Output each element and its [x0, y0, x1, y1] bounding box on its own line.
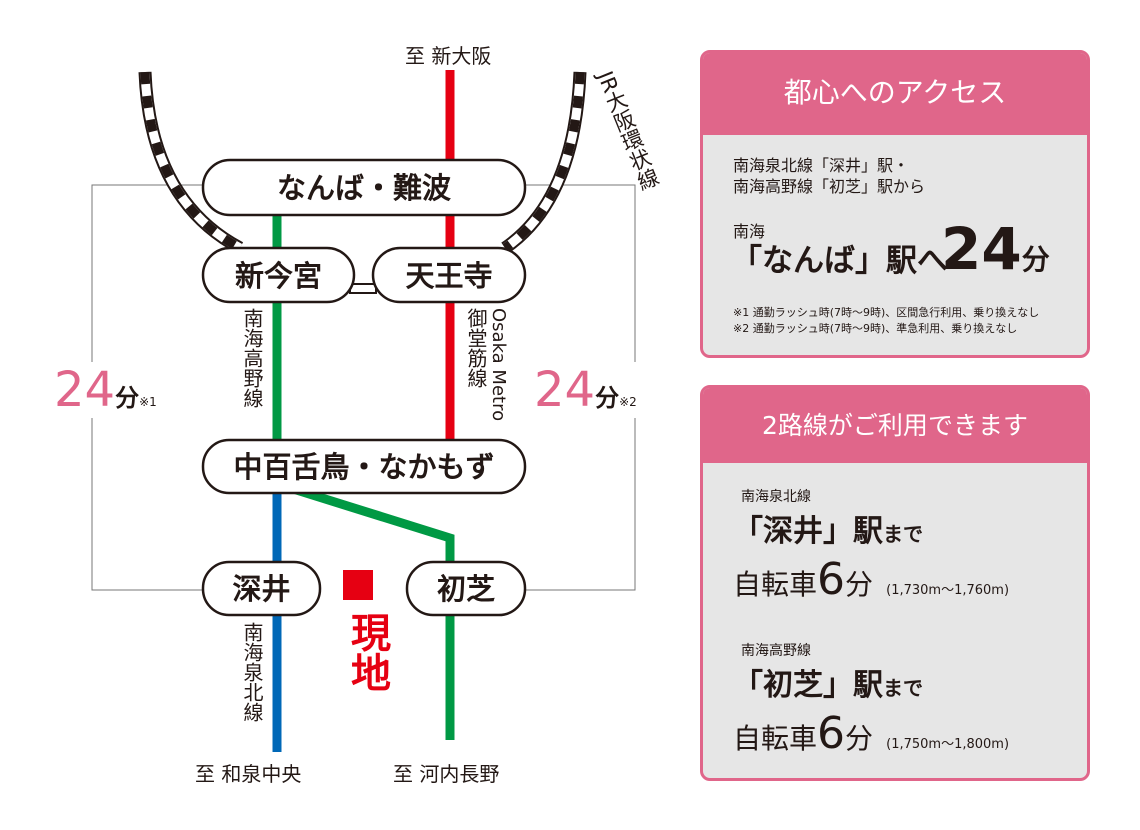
destination: 「なんば」駅へ [731, 243, 948, 279]
station-hatsushiba: 初芝 [436, 572, 495, 606]
site-label: 現地 [344, 612, 390, 692]
senboku-line-label: 南海泉北線 [240, 622, 264, 722]
koya-line-south [288, 483, 455, 740]
station-shin-imamiya-box [201, 246, 356, 304]
station-namba-box [201, 158, 527, 217]
travel-time: 24分 [941, 215, 1050, 283]
station-tennoji: 天王寺 [405, 259, 493, 293]
hatsushiba-access: 南海高野線 「初芝」駅まで 自転車6分 (1,750m～1,800m) [733, 643, 1010, 759]
station-nakamozu: 中百舌鳥・なかもず [233, 450, 495, 484]
station-hatsushiba-box [405, 560, 527, 617]
company: 南海 [733, 222, 766, 241]
jr-loop-line [138, 71, 587, 254]
from-stations: 南海泉北線「深井」駅・南海高野線「初芝」駅から [733, 156, 926, 196]
midosuji-line-label: 御堂筋線 [464, 308, 488, 388]
access-panel: 都心へのアクセス 南海泉北線「深井」駅・南海高野線「初芝」駅から 南海 「なんば… [700, 50, 1090, 358]
station-shin-imamiya: 新今宮 [234, 259, 322, 293]
access-panel-title: 都心へのアクセス [703, 53, 1087, 135]
right-time: 24分※2 [530, 362, 641, 418]
station-nakamozu-box [201, 438, 527, 495]
to-shin-osaka: 至 新大阪 [405, 44, 492, 68]
two-lines-panel-title: 2路線がご利用できます [703, 388, 1087, 463]
fukai-access: 南海泉北線 「深井」駅まで 自転車6分 (1,730m～1,760m) [733, 489, 1010, 605]
to-kawachinagano: 至 河内長野 [393, 762, 500, 786]
to-izumi-chuo: 至 和泉中央 [195, 762, 302, 786]
left-time: 24分※1 [50, 362, 161, 418]
notes: ※1 通勤ラッシュ時(7時～9時)、区間急行利用、乗り換えなし※2 通勤ラッシュ… [733, 306, 1040, 335]
station-fukai-box [201, 560, 322, 617]
koya-line-label: 南海高野線 [240, 308, 264, 408]
osaka-metro-label: Osaka Metro [488, 308, 509, 422]
station-fukai: 深井 [232, 572, 291, 606]
site-marker [343, 570, 373, 600]
two-lines-panel: 2路線がご利用できます 南海泉北線 「深井」駅まで 自転車6分 (1,730m～… [700, 385, 1090, 781]
station-namba: なんば・難波 [276, 171, 451, 205]
station-tennoji-box [371, 246, 527, 304]
